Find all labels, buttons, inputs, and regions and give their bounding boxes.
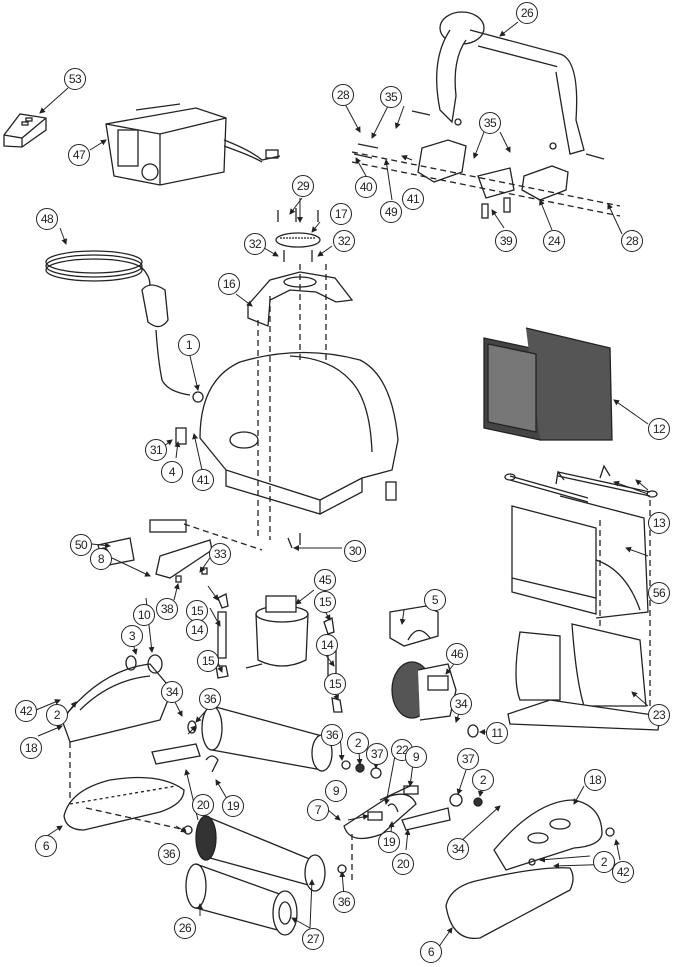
callout-27: 27 xyxy=(302,928,324,950)
callout-24: 24 xyxy=(543,230,565,252)
callout-35: 35 xyxy=(380,86,402,108)
callout-19: 19 xyxy=(378,831,400,853)
callout-3: 3 xyxy=(121,625,143,647)
callout-2: 2 xyxy=(347,732,369,754)
drive-motor-illustration xyxy=(97,519,301,583)
belt-drive-illustration xyxy=(343,785,483,880)
pump-motor-illustration xyxy=(245,595,309,669)
brush-holder-illustration xyxy=(151,743,451,831)
callout-32: 32 xyxy=(244,233,266,255)
callout-26: 26 xyxy=(516,2,538,24)
callout-9: 9 xyxy=(405,746,427,768)
callout-13: 13 xyxy=(648,512,670,534)
callout-26: 26 xyxy=(174,917,196,939)
callout-15: 15 xyxy=(314,591,336,613)
callout-18: 18 xyxy=(584,769,606,791)
callout-37: 37 xyxy=(366,743,388,765)
callout-36: 36 xyxy=(199,688,221,710)
callout-6: 6 xyxy=(35,835,57,857)
callout-15: 15 xyxy=(197,650,219,672)
callout-16: 16 xyxy=(218,273,240,295)
filter-basket-illustration xyxy=(483,327,613,441)
callout-42: 42 xyxy=(15,700,37,722)
callout-30: 30 xyxy=(344,540,366,562)
callout-28: 28 xyxy=(621,230,643,252)
callout-12: 12 xyxy=(648,418,670,440)
filter-bag-illustration xyxy=(511,495,651,720)
callout-46: 46 xyxy=(446,643,468,665)
callout-11: 11 xyxy=(486,722,508,744)
callout-50: 50 xyxy=(70,534,92,556)
callout-15: 15 xyxy=(324,673,346,695)
callout-36: 36 xyxy=(158,843,180,865)
impeller-cover-illustration xyxy=(275,208,321,262)
callout-20: 20 xyxy=(192,794,214,816)
filter-frame-illustration xyxy=(504,464,658,503)
callout-39: 39 xyxy=(495,230,517,252)
callout-29: 29 xyxy=(292,175,314,197)
right-side-plate-illustration xyxy=(493,799,615,871)
callout-20: 20 xyxy=(392,853,414,875)
callout-23: 23 xyxy=(648,704,670,726)
power-supply-illustration xyxy=(105,103,281,186)
callout-48: 48 xyxy=(36,208,58,230)
callout-47: 47 xyxy=(68,144,90,166)
callout-15: 15 xyxy=(186,600,208,622)
callout-38: 38 xyxy=(156,598,178,620)
callout-19: 19 xyxy=(222,795,244,817)
callout-2: 2 xyxy=(472,769,494,791)
callout-10: 10 xyxy=(133,604,155,626)
float-illustration xyxy=(389,605,439,647)
floating-cable-illustration xyxy=(45,250,204,403)
callout-45: 45 xyxy=(314,569,336,591)
callout-33: 33 xyxy=(209,543,231,565)
callout-2: 2 xyxy=(46,704,68,726)
callout-5: 5 xyxy=(424,589,446,611)
callout-34: 34 xyxy=(450,693,472,715)
callout-34: 34 xyxy=(447,838,469,860)
right-track-illustration xyxy=(445,867,574,940)
lower-roller-illustration xyxy=(183,815,347,892)
callout-41: 41 xyxy=(402,188,424,210)
callout-4: 4 xyxy=(161,461,183,483)
main-body-illustration xyxy=(175,264,399,540)
callout-31: 31 xyxy=(145,439,167,461)
callout-17: 17 xyxy=(330,203,352,225)
callout-1: 1 xyxy=(178,334,200,356)
callout-18: 18 xyxy=(20,737,42,759)
callout-14: 14 xyxy=(316,634,338,656)
left-track-illustration xyxy=(63,776,187,831)
callout-9: 9 xyxy=(325,780,347,802)
callout-56: 56 xyxy=(648,582,670,604)
callout-40: 40 xyxy=(355,176,377,198)
bottom-lid-illustration xyxy=(507,623,661,731)
callout-36: 36 xyxy=(321,724,343,746)
callout-35: 35 xyxy=(479,112,501,134)
callout-14: 14 xyxy=(186,619,208,641)
remote-control-illustration xyxy=(3,113,47,148)
callout-42: 42 xyxy=(612,861,634,883)
callout-32: 32 xyxy=(333,230,355,252)
drive-unit-illustration xyxy=(391,661,479,738)
handle-illustration xyxy=(411,11,605,160)
callout-8: 8 xyxy=(90,548,112,570)
callout-41: 41 xyxy=(192,469,214,491)
hinge-parts-illustration xyxy=(351,139,621,219)
callout-2: 2 xyxy=(593,851,615,873)
callout-34: 34 xyxy=(161,681,183,703)
brush-sleeve-illustration xyxy=(185,863,298,936)
callout-53: 53 xyxy=(64,68,86,90)
callout-28: 28 xyxy=(332,84,354,106)
callout-7: 7 xyxy=(307,799,329,821)
callout-37: 37 xyxy=(457,748,479,770)
callout-6: 6 xyxy=(420,941,442,963)
callout-49: 49 xyxy=(380,201,402,223)
callout-36: 36 xyxy=(333,891,355,913)
